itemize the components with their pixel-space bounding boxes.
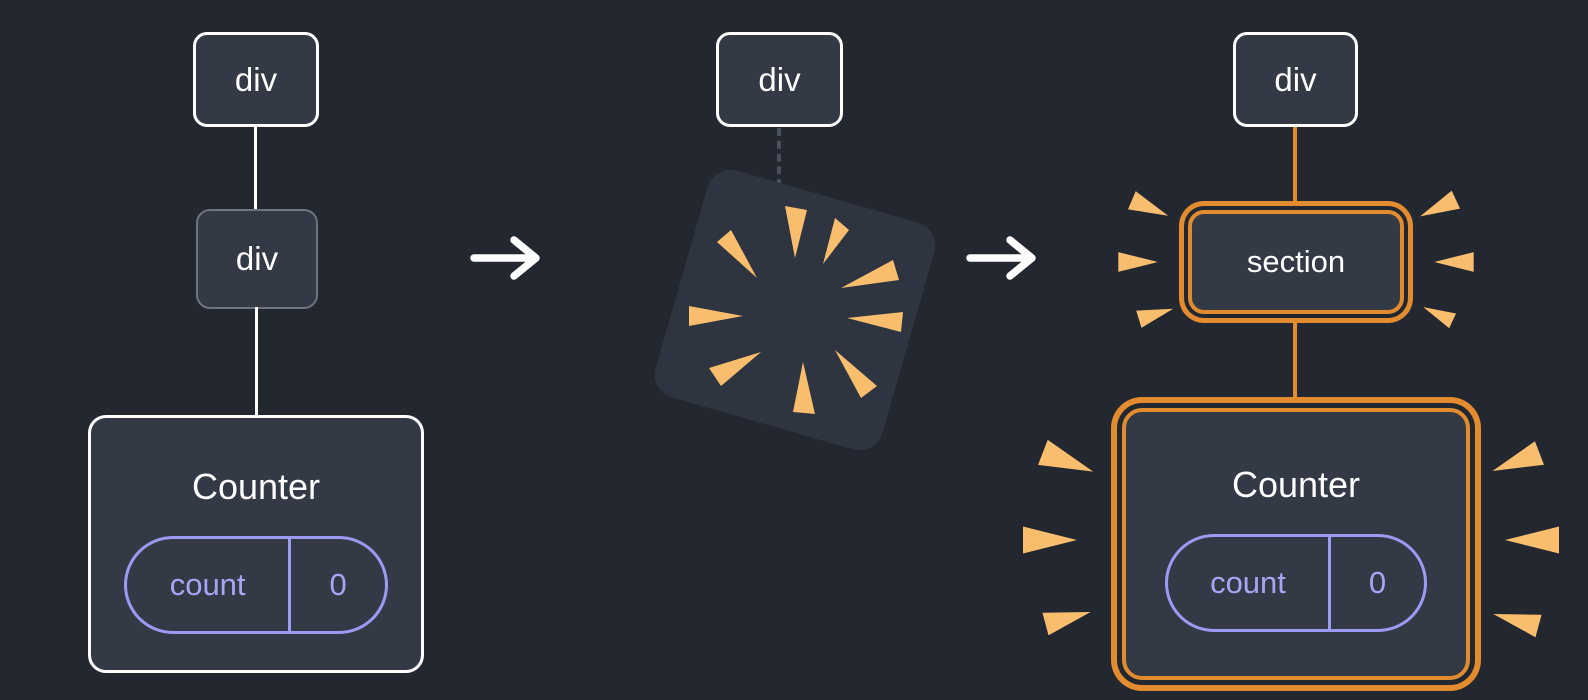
state-key-label: count <box>169 567 246 602</box>
right-arrow-icon <box>470 236 540 280</box>
state-pill: count 0 <box>124 536 388 634</box>
tree-node-root-div: div <box>193 32 319 127</box>
spark-icon <box>1493 613 1542 638</box>
spark-icon <box>1505 526 1559 554</box>
tree-edge <box>255 307 258 415</box>
tree-node-child-div: div <box>196 209 318 309</box>
spark-icon <box>1127 191 1169 216</box>
state-key-label: count <box>1210 565 1286 600</box>
spark-icon <box>1042 611 1091 636</box>
spark-icon <box>1118 252 1158 272</box>
state-pill: count 0 <box>1165 534 1427 632</box>
counter-component-box: Counter count 0 <box>88 415 424 673</box>
spark-icon <box>1037 439 1094 472</box>
tree-edge-highlighted <box>1293 323 1297 397</box>
spark-icon <box>1492 441 1545 472</box>
tree-node-root-div: div <box>1233 32 1358 127</box>
tree-edge-dashed <box>777 128 781 200</box>
spark-icon <box>1434 252 1474 272</box>
spark-icon <box>1420 190 1461 217</box>
component-label: Counter <box>191 466 321 507</box>
spark-icon <box>1136 308 1174 328</box>
state-value-label: 0 <box>1327 537 1424 629</box>
state-value-label: 0 <box>288 539 385 631</box>
component-label: Counter <box>1231 464 1361 505</box>
tree-node-root-div: div <box>716 32 843 127</box>
tree-node-section: section <box>1188 210 1404 314</box>
tree-edge <box>254 127 257 209</box>
tree-edge-highlighted <box>1293 127 1297 203</box>
right-arrow-icon <box>966 236 1036 280</box>
counter-component-box-highlighted: Counter count 0 <box>1122 408 1470 680</box>
spark-icon <box>1023 526 1077 554</box>
spark-icon <box>1423 307 1457 329</box>
poof-burst-icon <box>689 206 903 414</box>
